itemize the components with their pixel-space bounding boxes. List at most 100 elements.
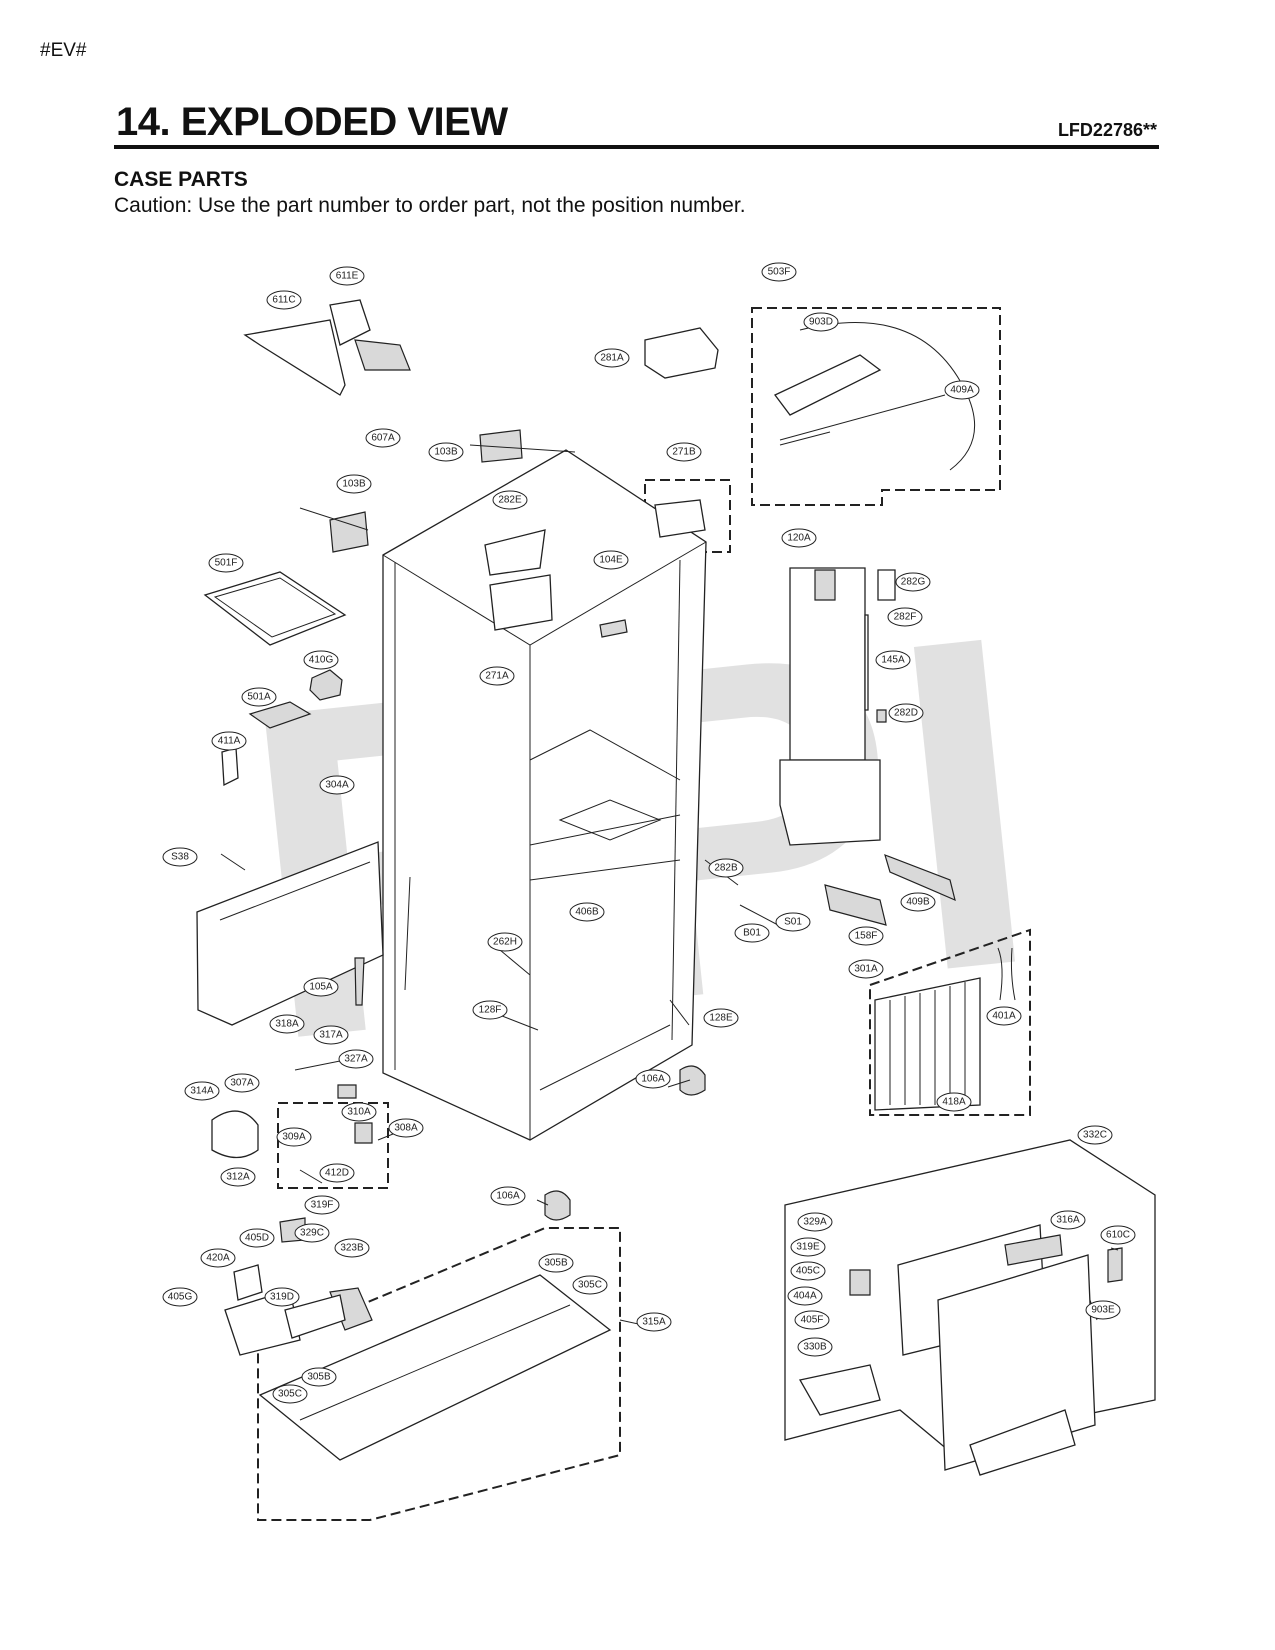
callout-305C: 305C <box>272 1384 308 1404</box>
callout-611C: 611C <box>266 290 302 310</box>
callout-420A: 420A <box>200 1248 236 1268</box>
svg-text:309A: 309A <box>282 1132 306 1143</box>
svg-text:305B: 305B <box>307 1372 331 1383</box>
callout-282E: 282E <box>492 490 528 510</box>
callout-281A: 281A <box>594 348 630 368</box>
callout-610C: 610C <box>1100 1225 1136 1245</box>
callout-262H: 262H <box>487 932 523 952</box>
svg-text:103B: 103B <box>434 447 458 458</box>
callout-329C: 329C <box>294 1223 330 1243</box>
callout-319D: 319D <box>264 1287 300 1307</box>
callout-327A: 327A <box>338 1049 374 1069</box>
svg-text:903E: 903E <box>1091 1305 1115 1316</box>
callout-330B: 330B <box>797 1337 833 1357</box>
callout-308A: 308A <box>388 1118 424 1138</box>
bottom-parts <box>224 1065 706 1461</box>
left-side-parts <box>196 841 384 1243</box>
callout-418A: 418A <box>936 1092 972 1112</box>
callout-411A: 411A <box>211 731 247 751</box>
callout-271A: 271A <box>479 666 515 686</box>
callout-317A: 317A <box>313 1025 349 1045</box>
callout-501A: 501A <box>241 687 277 707</box>
svg-text:405F: 405F <box>801 1315 824 1326</box>
callout-307A: 307A <box>224 1073 260 1093</box>
callout-401A: 401A <box>986 1006 1022 1026</box>
callout-406B: 406B <box>569 902 605 922</box>
svg-text:304A: 304A <box>325 780 349 791</box>
svg-text:305C: 305C <box>278 1389 302 1400</box>
model-number: LFD22786** <box>1057 120 1157 140</box>
callout-404A: 404A <box>787 1286 823 1306</box>
svg-text:106A: 106A <box>641 1074 665 1085</box>
callout-405C: 405C <box>790 1261 826 1281</box>
svg-text:503F: 503F <box>768 267 791 278</box>
svg-text:319F: 319F <box>311 1200 334 1211</box>
svg-text:404A: 404A <box>793 1291 817 1302</box>
callout-106A: 106A <box>490 1186 526 1206</box>
svg-text:410G: 410G <box>309 655 334 666</box>
svg-text:405D: 405D <box>245 1233 269 1244</box>
callout-305C: 305C <box>572 1275 608 1295</box>
dispenser-group <box>784 1139 1156 1476</box>
svg-text:B01: B01 <box>743 928 761 939</box>
svg-text:332C: 332C <box>1083 1130 1107 1141</box>
callout-120A: 120A <box>781 528 817 548</box>
svg-text:418A: 418A <box>942 1097 966 1108</box>
callout-309A: 309A <box>276 1127 312 1147</box>
callout-271B: 271B <box>666 442 702 462</box>
svg-text:318A: 318A <box>275 1019 299 1030</box>
callout-282G: 282G <box>895 572 931 592</box>
svg-text:282D: 282D <box>894 708 918 719</box>
callout-305B: 305B <box>538 1253 574 1273</box>
section-heading: CASE PARTS <box>114 168 248 191</box>
svg-text:401A: 401A <box>992 1011 1016 1022</box>
svg-text:271A: 271A <box>485 671 509 682</box>
svg-text:319E: 319E <box>796 1242 820 1253</box>
callout-503F: 503F <box>761 262 797 282</box>
caution-note: Caution: Use the part number to order pa… <box>114 194 746 217</box>
svg-text:501F: 501F <box>215 558 238 569</box>
callout-316A: 316A <box>1050 1210 1086 1230</box>
svg-text:104E: 104E <box>599 555 623 566</box>
svg-text:312A: 312A <box>226 1172 250 1183</box>
callout-list: 611E 611C 503F 903D 281A 409A 607A 103B … <box>162 262 1136 1404</box>
callout-103B: 103B <box>428 442 464 462</box>
svg-text:411A: 411A <box>218 736 241 747</box>
svg-text:305B: 305B <box>544 1258 568 1269</box>
svg-text:406B: 406B <box>575 907 599 918</box>
callout-128E: 128E <box>703 1008 739 1028</box>
svg-text:308A: 308A <box>394 1123 418 1134</box>
callout-501F: 501F <box>208 553 244 573</box>
svg-text:412D: 412D <box>325 1168 349 1179</box>
svg-text:106A: 106A <box>496 1191 520 1202</box>
callout-S01: S01 <box>775 912 811 932</box>
svg-text:329A: 329A <box>803 1217 827 1228</box>
svg-text:405C: 405C <box>796 1266 820 1277</box>
panel-503F <box>774 322 976 471</box>
callout-903D: 903D <box>803 312 839 332</box>
svg-text:282B: 282B <box>714 863 738 874</box>
callout-315A: 315A <box>636 1312 672 1332</box>
right-column-parts <box>779 567 1016 1111</box>
callout-105A: 105A <box>303 977 339 997</box>
svg-text:319D: 319D <box>270 1292 294 1303</box>
page-title: 14. EXPLODED VIEW <box>116 100 508 144</box>
callout-611E: 611E <box>329 266 365 286</box>
callout-409B: 409B <box>900 892 936 912</box>
callout-607A: 607A <box>365 428 401 448</box>
callout-319F: 319F <box>304 1195 340 1215</box>
callout-104E: 104E <box>593 550 629 570</box>
svg-text:607A: 607A <box>371 433 395 444</box>
svg-text:145A: 145A <box>881 655 905 666</box>
svg-text:409A: 409A <box>950 385 974 396</box>
callout-282B: 282B <box>708 858 744 878</box>
svg-text:305C: 305C <box>578 1280 602 1291</box>
svg-text:317A: 317A <box>319 1030 343 1041</box>
callout-103B: 103B <box>336 474 372 494</box>
callout-329A: 329A <box>797 1212 833 1232</box>
svg-text:405G: 405G <box>168 1292 193 1303</box>
callout-412D: 412D <box>319 1163 355 1183</box>
svg-text:610C: 610C <box>1106 1230 1130 1241</box>
svg-text:327A: 327A <box>344 1054 368 1065</box>
callout-145A: 145A <box>875 650 911 670</box>
